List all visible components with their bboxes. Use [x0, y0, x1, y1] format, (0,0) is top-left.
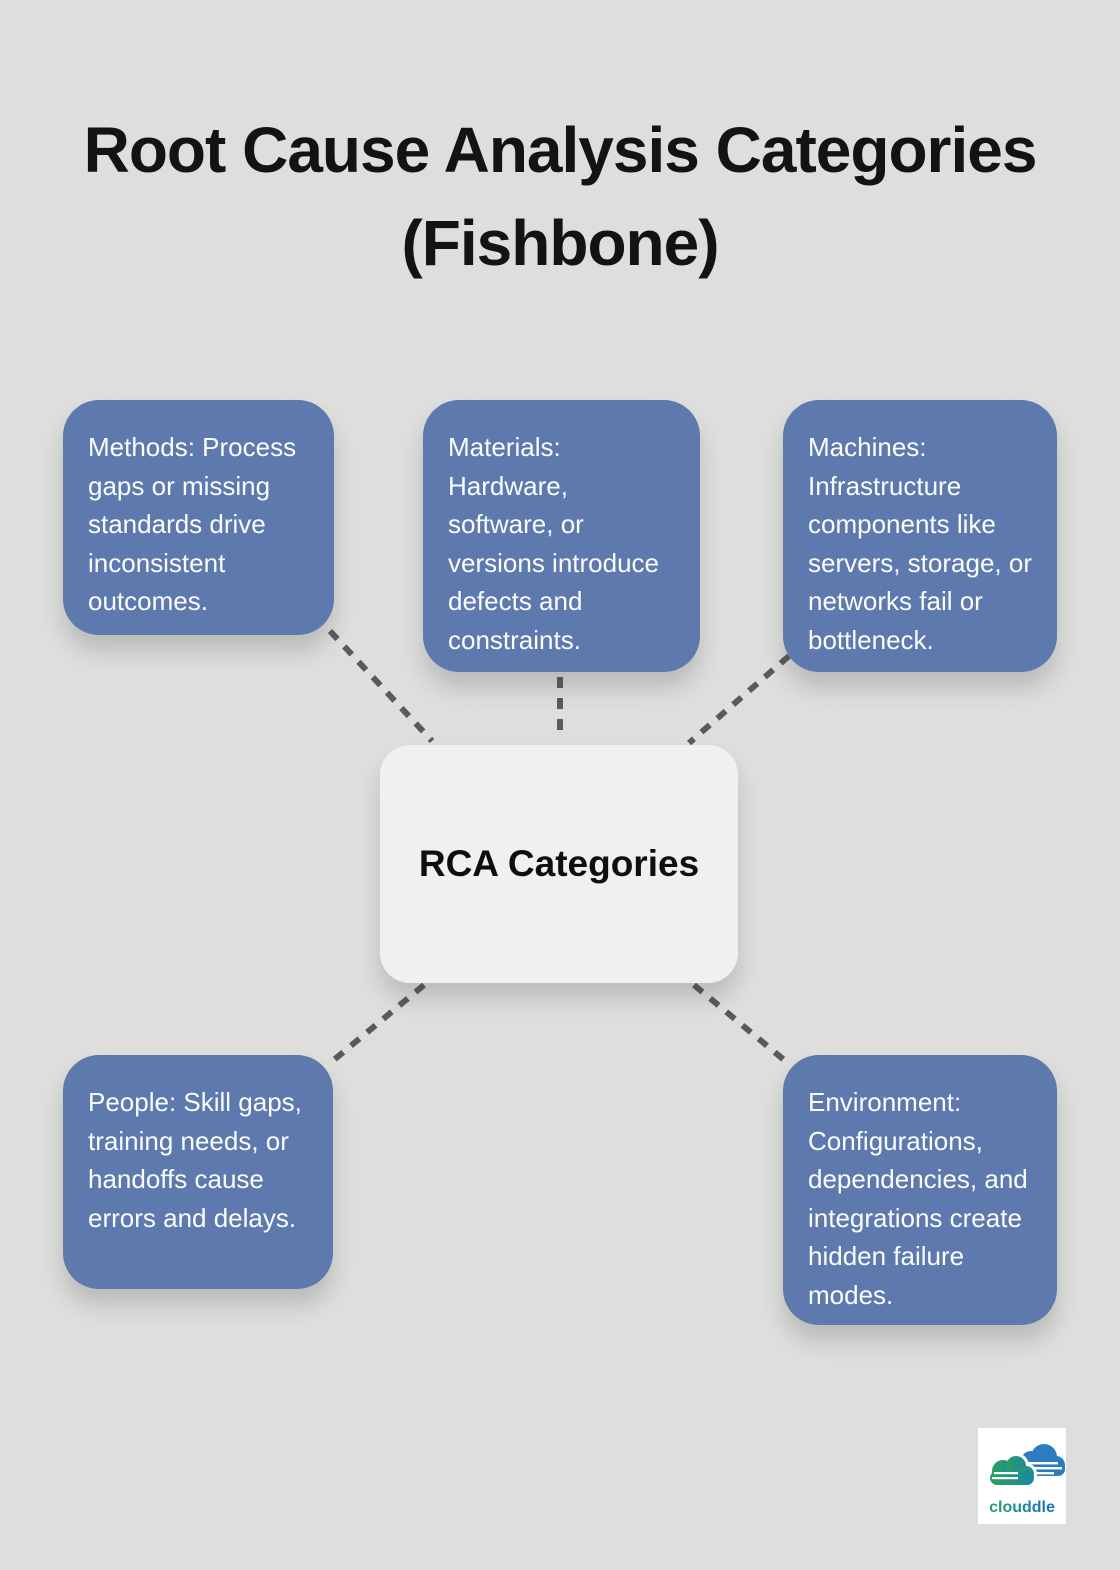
green-cloud-icon	[990, 1456, 1034, 1485]
page-title-line-1: Root Cause Analysis Categories	[83, 114, 1038, 186]
node-machines-text: Machines: Infrastructure components like…	[808, 432, 1032, 655]
node-machines: Machines: Infrastructure components like…	[783, 400, 1057, 672]
center-node-rca-categories: RCA Categories	[380, 745, 738, 983]
connector-methods-center	[327, 628, 435, 744]
page-title-line-2: (Fishbone)	[401, 207, 719, 279]
connector-machines-center	[687, 653, 791, 746]
green-cloud-lines	[992, 1472, 1018, 1480]
center-node-label: RCA Categories	[418, 843, 700, 884]
node-environment-text: Environment: Configurations, dependencie…	[808, 1087, 1028, 1310]
node-materials: Materials: Hardware, software, or versio…	[423, 400, 700, 672]
node-environment: Environment: Configurations, dependencie…	[783, 1055, 1057, 1325]
node-people: People: Skill gaps, training needs, or h…	[63, 1055, 333, 1289]
node-methods-text: Methods: Process gaps or missing standar…	[88, 432, 297, 616]
clouddle-logo: clouddle	[978, 1428, 1066, 1524]
node-methods: Methods: Process gaps or missing standar…	[63, 400, 334, 635]
clouddle-wordmark: clouddle	[989, 1499, 1055, 1516]
blue-cloud-lines	[1028, 1462, 1062, 1475]
page-title: Root Cause Analysis Categories (Fishbone…	[0, 104, 1120, 290]
node-materials-text: Materials: Hardware, software, or versio…	[448, 432, 659, 655]
connector-center-environment	[692, 982, 791, 1067]
clouddle-logo-graphic: clouddle	[987, 1444, 1065, 1516]
connector-center-people	[327, 982, 426, 1067]
node-people-text: People: Skill gaps, training needs, or h…	[88, 1087, 302, 1233]
